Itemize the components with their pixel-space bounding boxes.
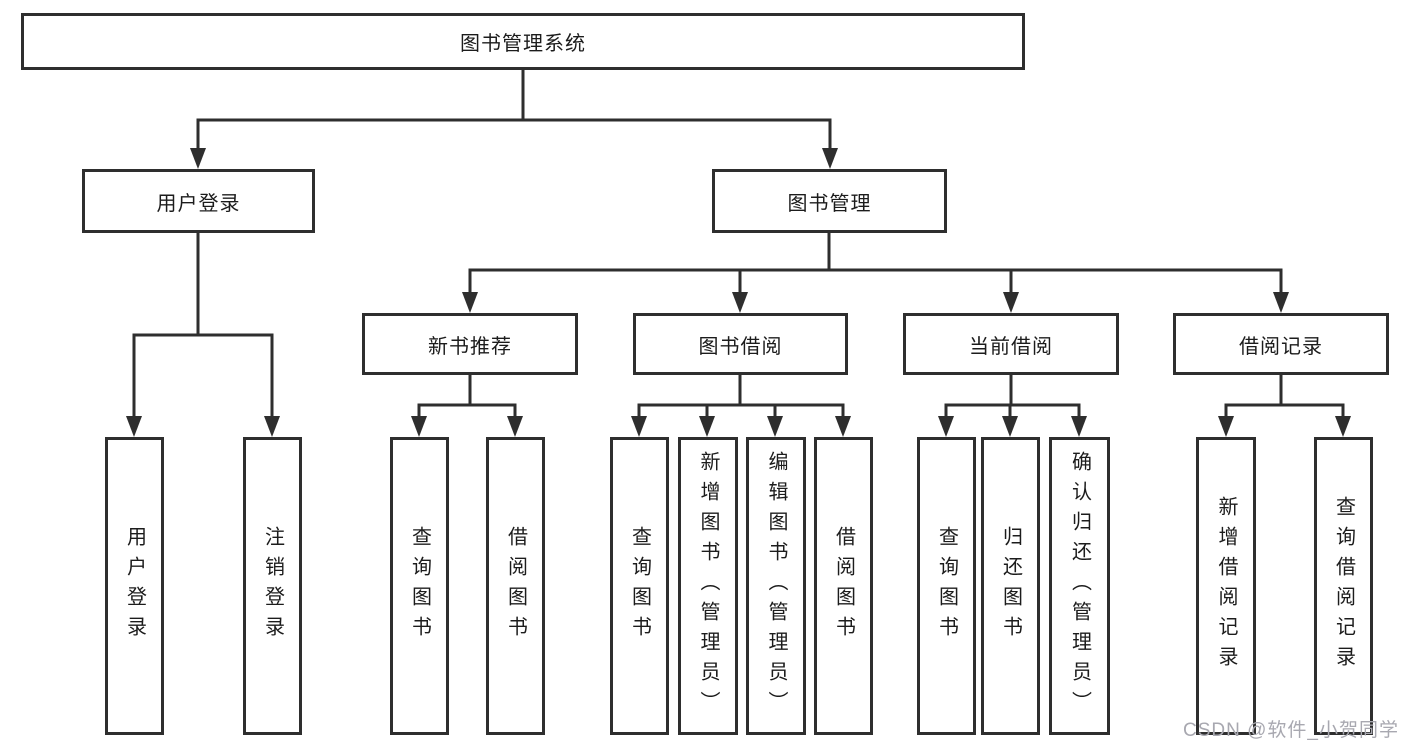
node-user-login: 用户登录 xyxy=(82,169,315,233)
node-book-borrowing: 图书借阅 xyxy=(633,313,848,375)
node-library-system: 图书管理系统 xyxy=(21,13,1025,70)
leaf-logout: 注销登录 xyxy=(243,437,302,735)
leaf-nbr-borrow-books: 借阅图书 xyxy=(486,437,545,735)
leaf-bb-edit-books-admin: 编辑图书（管理员） xyxy=(746,437,806,735)
leaf-cb-confirm-return-admin: 确认归还（管理员） xyxy=(1049,437,1110,735)
node-book-management: 图书管理 xyxy=(712,169,947,233)
leaf-user-login: 用户登录 xyxy=(105,437,164,735)
node-new-book-recommend: 新书推荐 xyxy=(362,313,578,375)
leaf-bb-borrow-books: 借阅图书 xyxy=(814,437,873,735)
leaf-nbr-query-books: 查询图书 xyxy=(390,437,449,735)
node-current-borrowing: 当前借阅 xyxy=(903,313,1119,375)
leaf-br-query-record: 查询借阅记录 xyxy=(1314,437,1373,735)
leaf-cb-query-books: 查询图书 xyxy=(917,437,976,735)
leaf-bb-add-books-admin: 新增图书（管理员） xyxy=(678,437,738,735)
node-borrowing-records: 借阅记录 xyxy=(1173,313,1389,375)
leaf-cb-return-books: 归还图书 xyxy=(981,437,1040,735)
leaf-br-add-record: 新增借阅记录 xyxy=(1196,437,1256,735)
csdn-watermark: CSDN @软件_小贺同学 xyxy=(1183,720,1399,741)
leaf-bb-query-books: 查询图书 xyxy=(610,437,669,735)
